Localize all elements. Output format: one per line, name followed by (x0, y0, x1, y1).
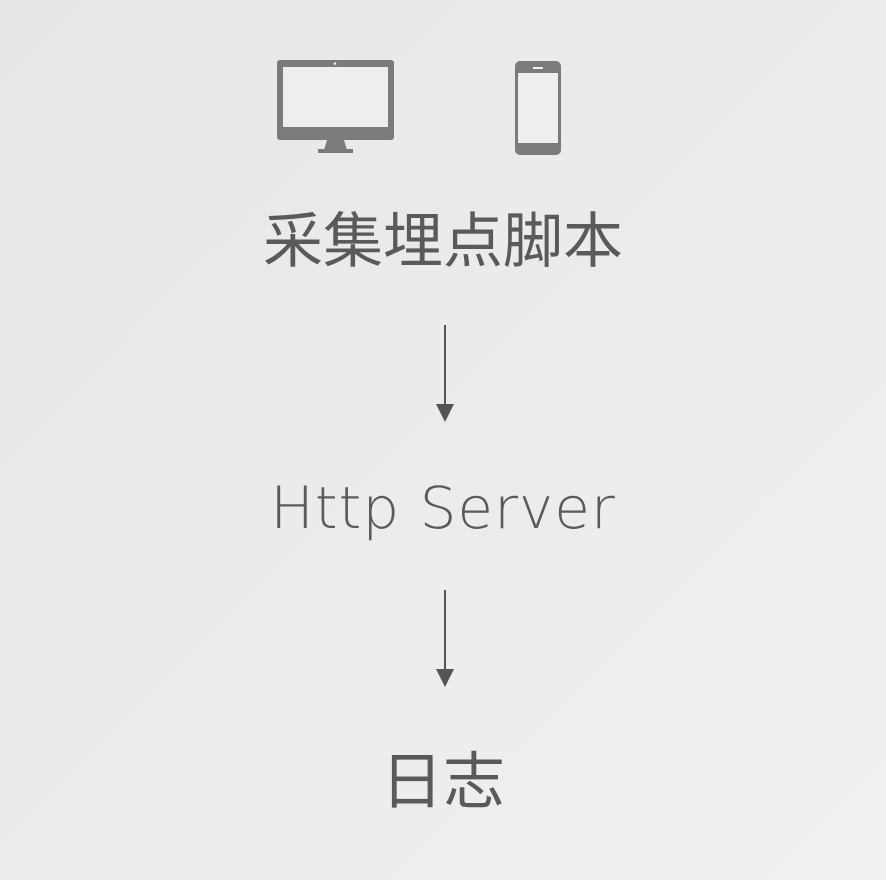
mobile-phone-icon (515, 61, 561, 155)
collector-script-node: 采集埋点脚本 (263, 207, 623, 277)
http-server-node: Http Server (270, 474, 616, 542)
log-node: 日志 (380, 745, 505, 818)
arrow-down-1 (436, 325, 454, 422)
desktop-monitor-icon (277, 60, 394, 153)
arrow-down-2 (436, 590, 454, 687)
